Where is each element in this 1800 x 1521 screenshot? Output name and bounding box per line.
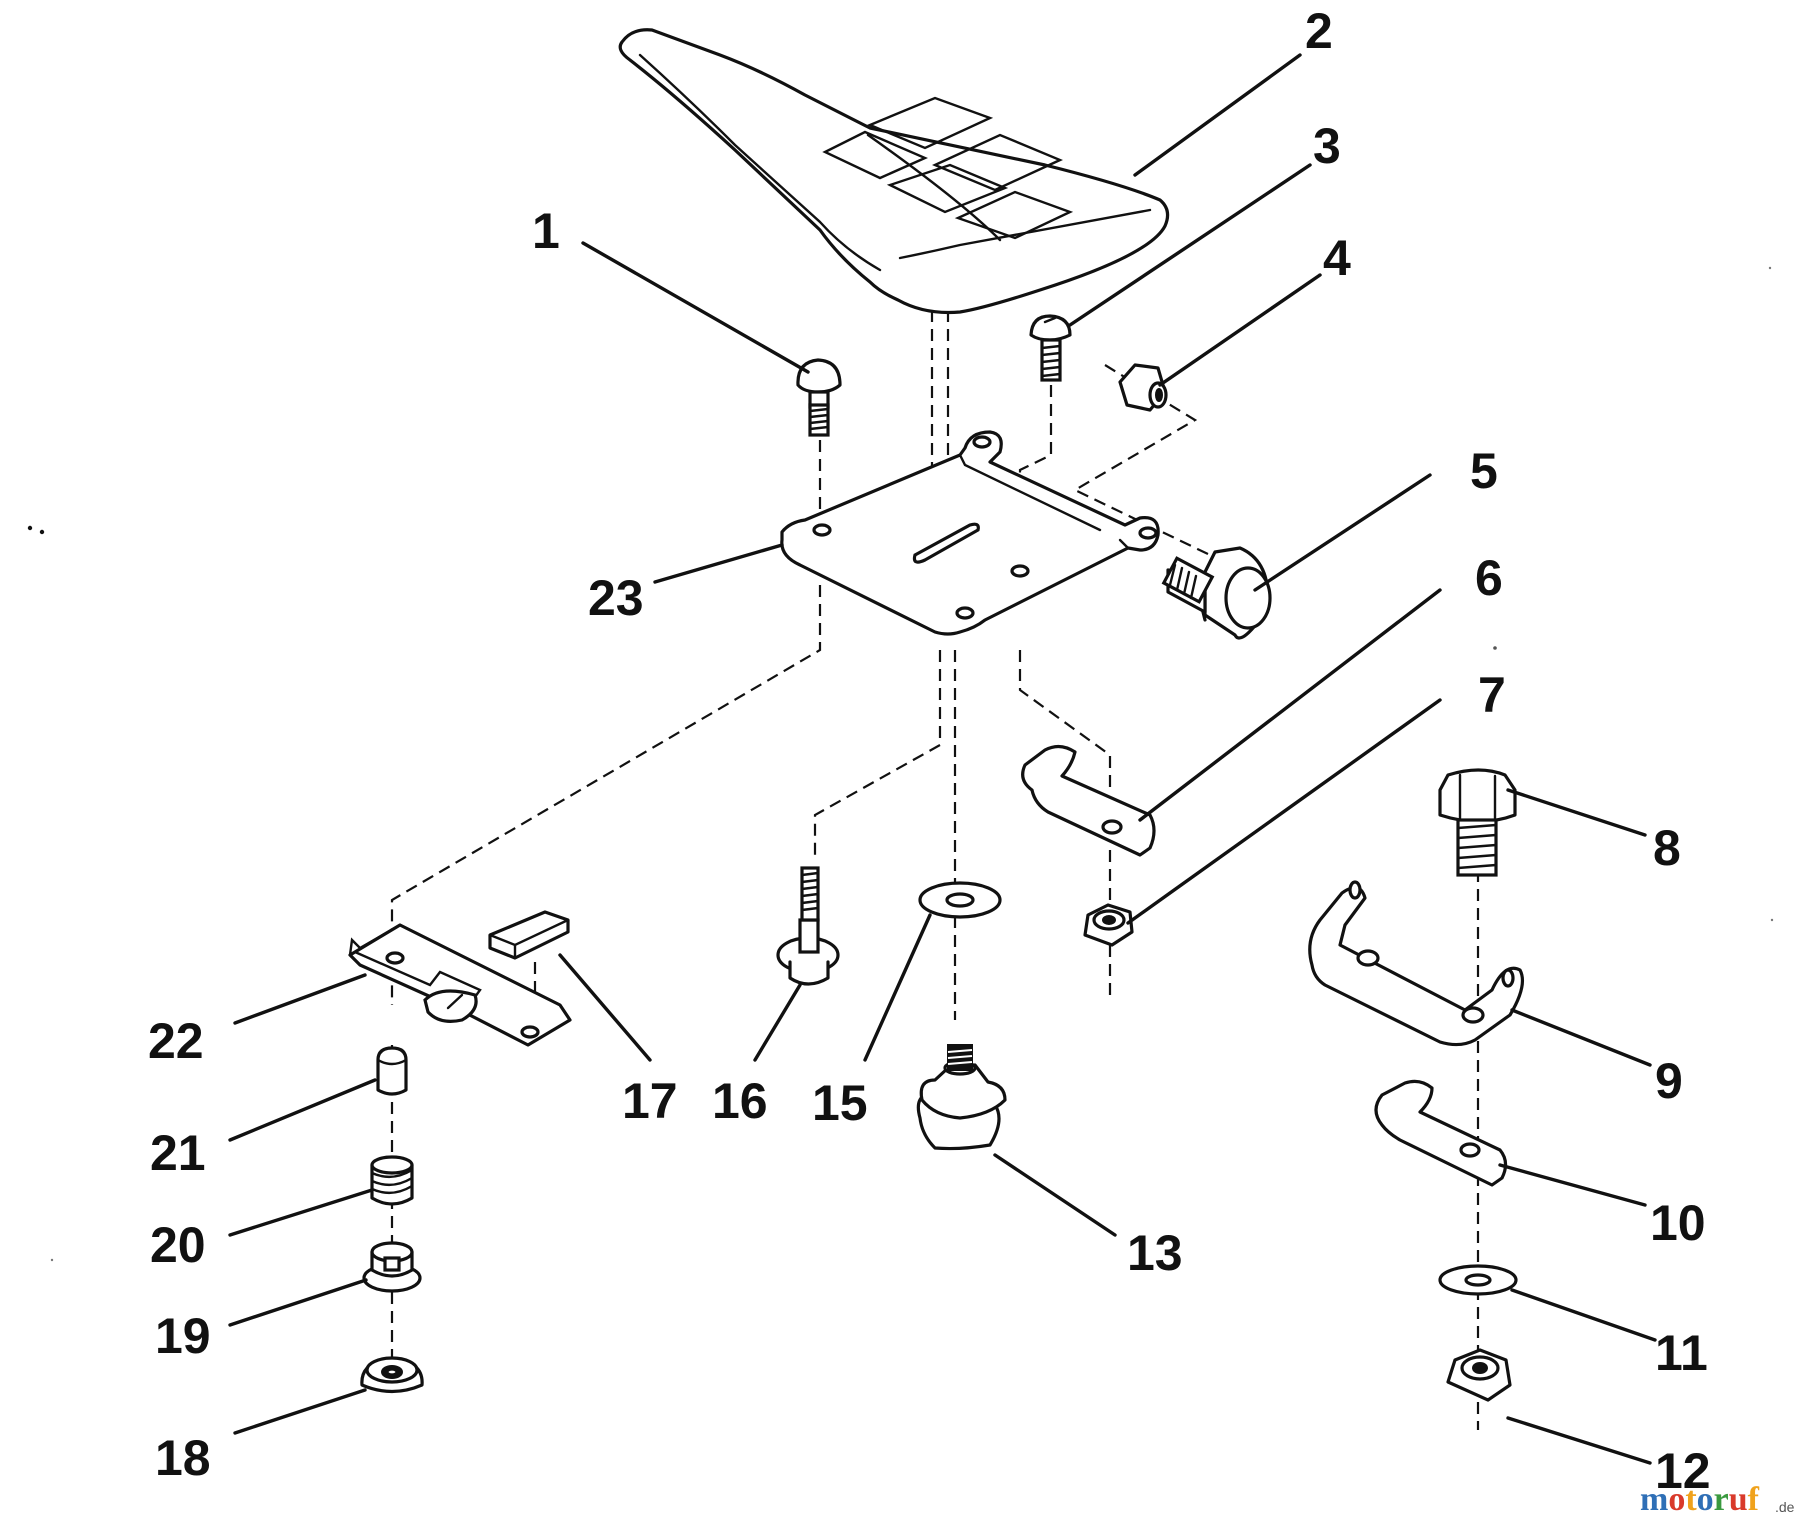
knob-part-13	[916, 1044, 1007, 1151]
callout-16: 16	[712, 1073, 768, 1129]
leader-lines	[228, 53, 1657, 1465]
spring-part-20	[370, 1155, 414, 1206]
carriage-bolt-part-1	[796, 358, 842, 437]
spacer-part-19	[362, 1241, 422, 1293]
watermark-letter: u	[1729, 1481, 1748, 1518]
watermark-letter: o	[1668, 1481, 1685, 1518]
washer-part-15	[918, 881, 1002, 919]
seat-plate-part-23	[780, 430, 1160, 636]
screw-part-3	[1029, 314, 1072, 382]
washer-part-11	[1438, 1264, 1518, 1296]
callout-12: 12	[1655, 1443, 1711, 1499]
watermark-letter: o	[1697, 1481, 1714, 1518]
flange-nut-part-18	[360, 1356, 424, 1394]
nylock-nut-part-7	[1083, 903, 1134, 947]
callout-21: 21	[150, 1125, 206, 1181]
key-part-17	[488, 910, 570, 960]
callout-20: 20	[150, 1217, 206, 1273]
watermark-letter: f	[1748, 1481, 1760, 1518]
callout-19: 19	[155, 1308, 211, 1364]
clip-part-10	[1374, 1079, 1508, 1187]
latch-plate-part-22	[348, 923, 572, 1047]
hex-bolt-part-5	[1161, 546, 1272, 640]
callout-8: 8	[1653, 820, 1681, 876]
hex-nut-part-4	[1118, 363, 1168, 412]
callout-2: 2	[1305, 3, 1333, 59]
hex-bolt-part-8	[1438, 768, 1517, 877]
callout-5: 5	[1470, 443, 1498, 499]
seat-part-2	[618, 28, 1170, 315]
callout-23: 23	[588, 570, 644, 626]
watermark-text: motoruf	[1640, 1481, 1760, 1518]
nylock-nut-part-12	[1446, 1348, 1512, 1402]
callout-11: 11	[1655, 1325, 1708, 1381]
motoruf-watermark: motoruf .de	[1640, 1481, 1795, 1518]
bracket-part-9	[1308, 880, 1524, 1047]
shoulder-bolt-part-16	[776, 866, 840, 986]
watermark-suffix: .de	[1775, 1499, 1795, 1515]
callout-10: 10	[1650, 1195, 1706, 1251]
callout-22: 22	[148, 1013, 204, 1069]
callout-4: 4	[1323, 230, 1351, 286]
watermark-letter: m	[1640, 1481, 1668, 1518]
callout-1: 1	[532, 203, 560, 259]
scan-specks	[27, 266, 1774, 1262]
callout-15: 15	[812, 1075, 868, 1131]
callout-labels: 1 2 3 4 5 6 7 8 9 10 11 12 13 15 16 17 1…	[148, 3, 1711, 1499]
callout-3: 3	[1313, 118, 1341, 174]
callout-13: 13	[1127, 1225, 1183, 1281]
callout-18: 18	[155, 1430, 211, 1486]
callout-6: 6	[1475, 550, 1503, 606]
callout-7: 7	[1478, 667, 1506, 723]
watermark-letter: r	[1714, 1481, 1729, 1518]
pin-part-21	[376, 1046, 408, 1096]
callout-17: 17	[622, 1073, 678, 1129]
watermark-letter: t	[1685, 1481, 1697, 1518]
callout-9: 9	[1655, 1053, 1683, 1109]
clip-part-6	[1021, 744, 1156, 857]
